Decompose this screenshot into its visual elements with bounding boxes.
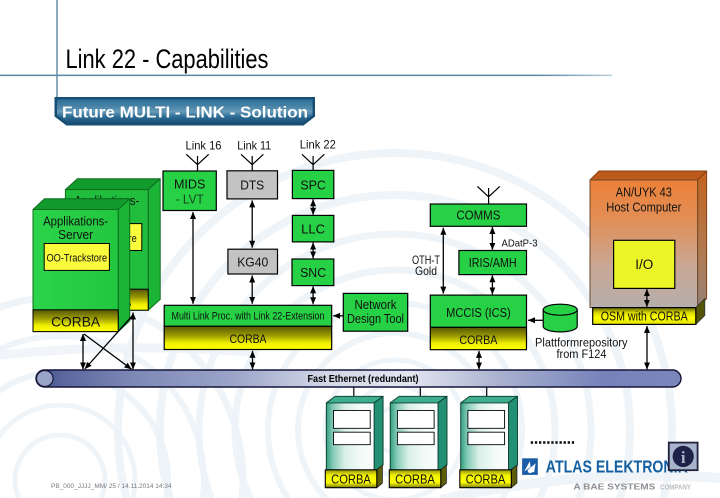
svg-text:CORBA: CORBA <box>459 333 497 347</box>
svg-text:Link 16: Link 16 <box>186 138 222 152</box>
svg-text:OTH-T: OTH-T <box>412 253 441 267</box>
svg-text:OSM with CORBA: OSM with CORBA <box>601 308 688 323</box>
svg-text:OO-Trackstore: OO-Trackstore <box>47 252 108 264</box>
svg-text:AN/UYK 43: AN/UYK 43 <box>616 185 672 200</box>
svg-text:Link 22: Link 22 <box>300 138 336 152</box>
svg-text:ATLAS ELEKTRONIK: ATLAS ELEKTRONIK <box>546 457 688 477</box>
svg-text:CORBA: CORBA <box>230 332 267 346</box>
svg-text:Link 11: Link 11 <box>237 138 271 152</box>
svg-text:MCCIS (ICS): MCCIS (ICS) <box>446 305 511 320</box>
svg-text:Fast Ethernet (redundant): Fast Ethernet (redundant) <box>308 373 419 385</box>
svg-text:Gold: Gold <box>415 264 437 278</box>
svg-text:SPC: SPC <box>300 177 326 192</box>
svg-text:- LVT: - LVT <box>176 192 204 207</box>
svg-text:COMPANY: COMPANY <box>660 483 691 492</box>
svg-text:Multi Link Proc. with Link 22-: Multi Link Proc. with Link 22-Extension <box>172 311 325 323</box>
svg-text:Network: Network <box>355 297 397 312</box>
svg-text:SNC: SNC <box>300 265 326 280</box>
svg-text:Link 22 - Capabilities: Link 22 - Capabilities <box>66 44 269 74</box>
svg-text:COMMS: COMMS <box>456 209 500 223</box>
svg-text:i: i <box>681 448 686 467</box>
svg-text:ADatP-3: ADatP-3 <box>502 237 538 249</box>
svg-text:CORBA: CORBA <box>331 472 371 487</box>
svg-text:I/O: I/O <box>635 257 653 272</box>
svg-text:from F124: from F124 <box>557 349 608 361</box>
svg-text:DTS: DTS <box>240 178 264 193</box>
svg-text:CORBA: CORBA <box>466 472 506 487</box>
svg-text:Host Computer: Host Computer <box>606 200 682 215</box>
svg-text:LLC: LLC <box>301 221 325 236</box>
svg-text:KG40: KG40 <box>237 254 268 269</box>
svg-text:MIDS: MIDS <box>174 177 206 192</box>
svg-text:IRIS/AMH: IRIS/AMH <box>469 256 517 270</box>
svg-text:CORBA: CORBA <box>395 472 435 487</box>
svg-text:Future MULTI - LINK - Solutio: Future MULTI - LINK - Solution <box>62 105 308 122</box>
svg-text:Plattformrepository: Plattformrepository <box>535 337 628 349</box>
svg-text:Applikations-: Applikations- <box>43 214 108 229</box>
svg-text:Server: Server <box>58 227 94 242</box>
svg-text:Design Tool: Design Tool <box>347 311 404 326</box>
svg-text:CORBA: CORBA <box>51 314 101 330</box>
svg-text:A BAE SYSTEMS: A BAE SYSTEMS <box>573 483 655 492</box>
